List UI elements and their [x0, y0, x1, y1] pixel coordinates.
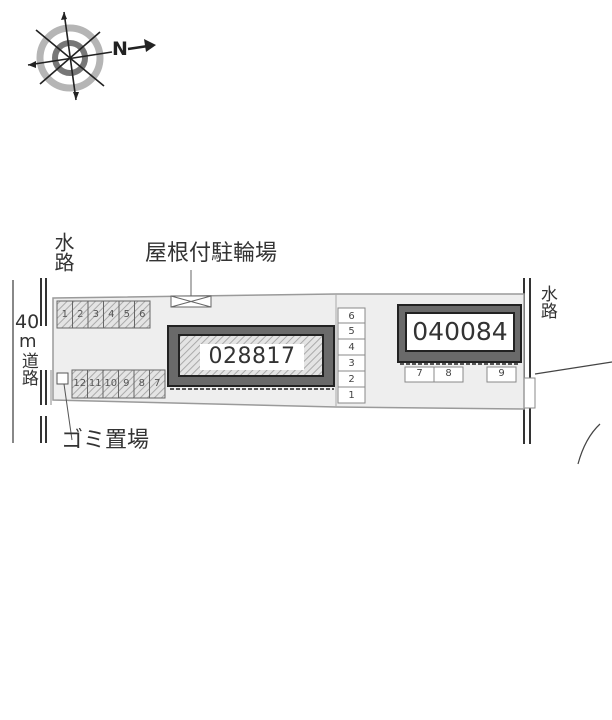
building-040084-label: 040084 — [412, 317, 508, 346]
parking-column-labels: 6 5 4 3 2 1 — [338, 309, 365, 404]
bike-slot: 2 — [77, 309, 84, 320]
bike-slots-bottom-labels: 12 11 10 9 8 7 — [72, 378, 165, 389]
parking-right-row — [404, 366, 517, 383]
covered-bicycle-parking-label: 屋根付駐輪場 — [145, 241, 278, 266]
bike-slot: 12 — [73, 378, 87, 389]
parking-space: 7 — [416, 368, 423, 379]
parking-space: 8 — [445, 368, 452, 379]
road-label: 道路 — [17, 352, 38, 386]
bike-slot: 8 — [138, 378, 145, 389]
bike-slots-bottom — [71, 369, 166, 399]
bike-slot: 6 — [139, 309, 146, 320]
parking-space: 4 — [348, 342, 355, 353]
bike-slot: 11 — [88, 378, 102, 389]
parking-space: 5 — [348, 326, 355, 337]
road-edge-line — [12, 280, 14, 443]
bike-slot: 7 — [154, 378, 161, 389]
parking-space: 1 — [348, 390, 355, 401]
road-width-label: 40 — [15, 311, 40, 333]
bike-slot: 4 — [108, 309, 115, 320]
bike-slot: 3 — [92, 309, 99, 320]
north-label: N — [112, 38, 128, 60]
water-channel-left-label: 水路 — [51, 232, 75, 272]
bike-slots-top — [56, 300, 151, 329]
water-channel-right-label: 水路 — [536, 285, 557, 319]
parking-space: 6 — [348, 311, 355, 322]
bike-slot: 5 — [123, 309, 130, 320]
parking-space: 2 — [348, 374, 355, 385]
bike-slot: 1 — [61, 309, 68, 320]
left-water-channel — [40, 278, 52, 443]
parking-space: 3 — [348, 358, 355, 369]
parking-space: 9 — [498, 368, 505, 379]
bike-slot: 9 — [123, 378, 130, 389]
bike-slots-top-labels: 1 2 3 4 5 6 — [57, 309, 150, 320]
bike-slot: 10 — [104, 378, 118, 389]
compass: N — [24, 8, 164, 103]
parking-column — [337, 307, 366, 404]
road-unit-label: m — [19, 331, 37, 352]
compass-rose-icon: N — [27, 11, 156, 101]
garbage-area-label: ゴミ置場 — [61, 428, 150, 453]
building-028817-label: 028817 — [208, 344, 296, 369]
